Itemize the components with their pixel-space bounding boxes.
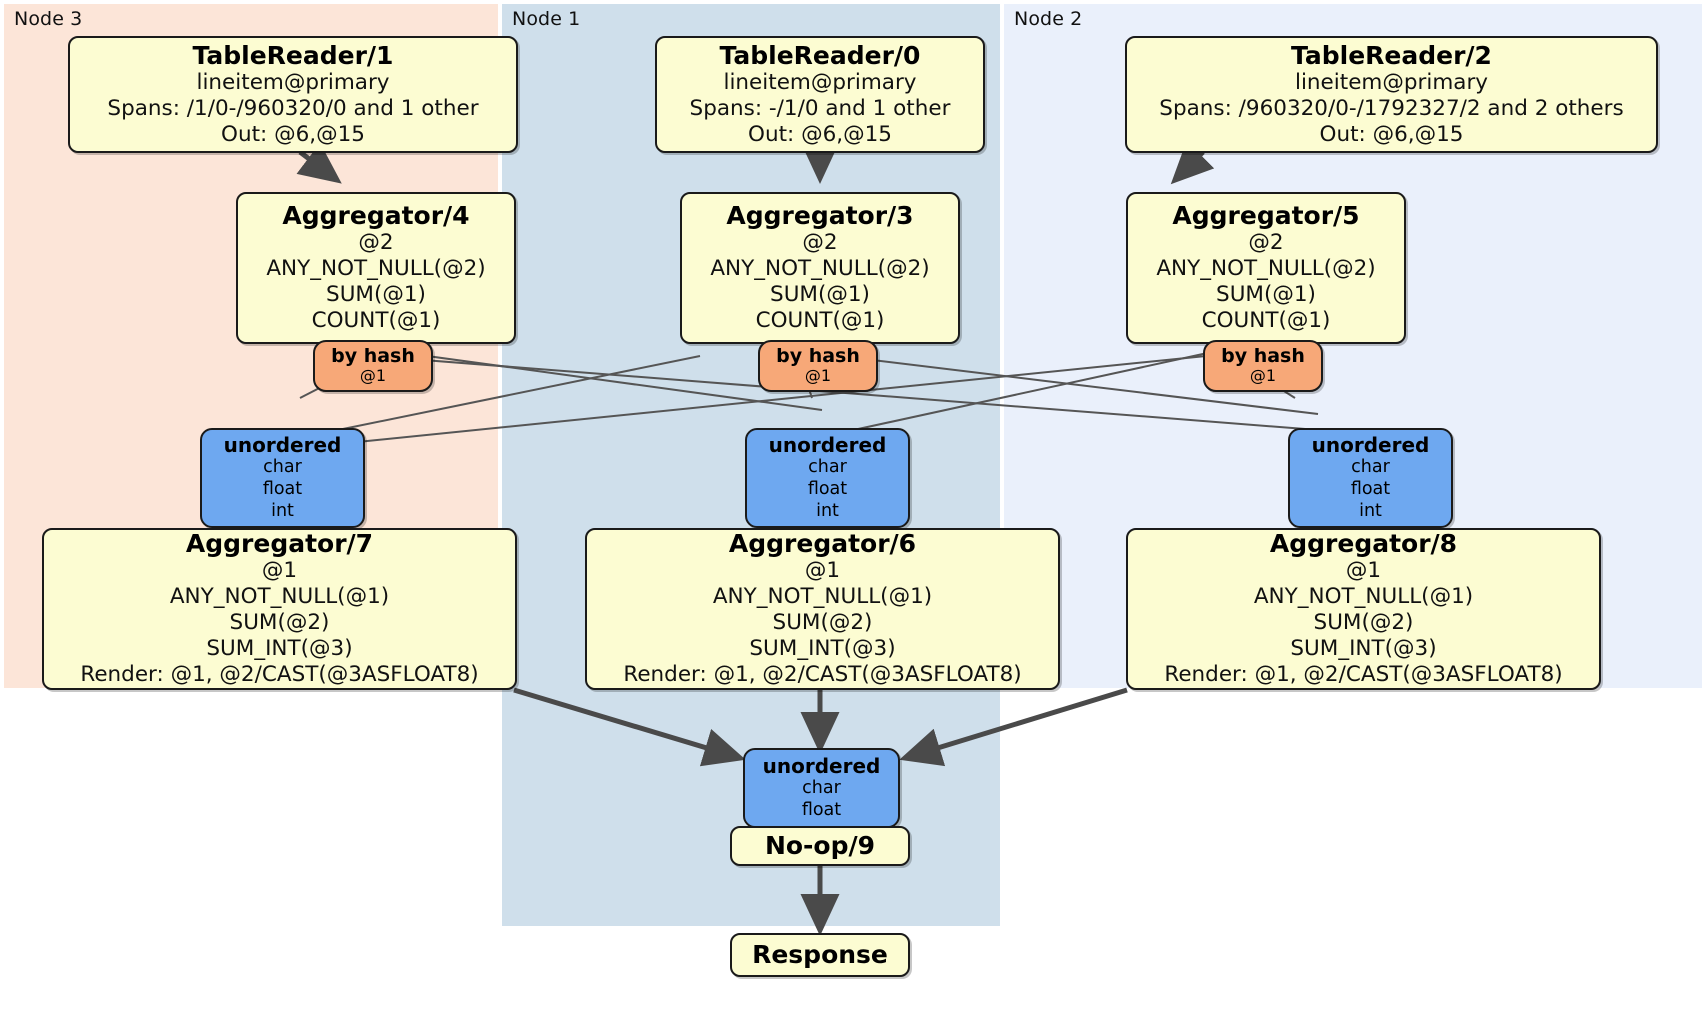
input-sync-unordered-left[interactable]: unordered char float int [200, 428, 365, 528]
processor-title: Response [752, 940, 888, 969]
router-title: unordered [1311, 432, 1430, 457]
processor-line: @2 [802, 230, 838, 255]
processor-line: Out: @6,@15 [1319, 121, 1464, 147]
processor-line: SUM_INT(@3) [1290, 636, 1437, 661]
processor-title: Aggregator/6 [728, 529, 917, 558]
processor-line: ANY_NOT_NULL(@2) [710, 256, 930, 281]
processor-title: TableReader/0 [719, 40, 921, 70]
router-line: @1 [1249, 366, 1277, 386]
processor-line: SUM(@2) [229, 610, 330, 635]
processor-line: SUM(@2) [772, 610, 873, 635]
processor-table-reader-0[interactable]: TableReader/0 lineitem@primary Spans: -/… [655, 36, 985, 153]
processor-line: @2 [1248, 230, 1284, 255]
processor-title: No-op/9 [764, 831, 876, 860]
processor-no-op-9[interactable]: No-op/9 [730, 826, 910, 866]
processor-line: COUNT(@1) [311, 308, 441, 333]
router-line: float [1350, 479, 1391, 500]
router-title: by hash [776, 345, 860, 368]
processor-line: Out: @6,@15 [748, 121, 892, 147]
processor-line: ANY_NOT_NULL(@2) [1156, 256, 1376, 281]
processor-line: @1 [1345, 558, 1382, 583]
input-sync-unordered-right[interactable]: unordered char float int [1288, 428, 1453, 528]
output-router-by-hash-left[interactable]: by hash @1 [313, 340, 433, 392]
panel-label-node-1: Node 1 [512, 8, 581, 30]
processor-title: Aggregator/5 [1172, 201, 1360, 230]
processor-line: Render: @1, @2/CAST(@3ASFLOAT8) [1164, 662, 1563, 687]
processor-aggregator-7[interactable]: Aggregator/7 @1 ANY_NOT_NULL(@1) SUM(@2)… [42, 528, 517, 690]
router-line: char [802, 778, 841, 799]
processor-line: SUM_INT(@3) [749, 636, 896, 661]
processor-aggregator-4[interactable]: Aggregator/4 @2 ANY_NOT_NULL(@2) SUM(@1)… [236, 192, 516, 344]
processor-table-reader-1[interactable]: TableReader/1 lineitem@primary Spans: /1… [68, 36, 518, 153]
processor-line: COUNT(@1) [755, 308, 885, 333]
processor-aggregator-6[interactable]: Aggregator/6 @1 ANY_NOT_NULL(@1) SUM(@2)… [585, 528, 1060, 690]
processor-line: COUNT(@1) [1201, 308, 1331, 333]
processor-line: Render: @1, @2/CAST(@3ASFLOAT8) [623, 662, 1022, 687]
processor-title: Aggregator/3 [726, 201, 914, 230]
processor-line: Spans: -/1/0 and 1 other [689, 95, 951, 121]
processor-line: Spans: /960320/0-/1792327/2 and 2 others [1159, 95, 1624, 121]
processor-aggregator-5[interactable]: Aggregator/5 @2 ANY_NOT_NULL(@2) SUM(@1)… [1126, 192, 1406, 344]
processor-aggregator-3[interactable]: Aggregator/3 @2 ANY_NOT_NULL(@2) SUM(@1)… [680, 192, 960, 344]
router-line: char [1351, 457, 1390, 478]
processor-line: @2 [358, 230, 394, 255]
processor-line: SUM(@1) [326, 282, 426, 307]
processor-line: Render: @1, @2/CAST(@3ASFLOAT8) [80, 662, 479, 687]
processor-line: lineitem@primary [196, 69, 390, 95]
processor-aggregator-8[interactable]: Aggregator/8 @1 ANY_NOT_NULL(@1) SUM(@2)… [1126, 528, 1601, 690]
router-line: char [808, 457, 847, 478]
processor-table-reader-2[interactable]: TableReader/2 lineitem@primary Spans: /9… [1125, 36, 1658, 153]
processor-line: SUM(@1) [770, 282, 870, 307]
processor-title: Aggregator/8 [1269, 529, 1458, 558]
router-title: by hash [1221, 345, 1305, 368]
processor-line: ANY_NOT_NULL(@2) [266, 256, 486, 281]
router-line: int [271, 501, 294, 522]
router-line: @1 [359, 366, 387, 386]
processor-line: Spans: /1/0-/960320/0 and 1 other [107, 95, 479, 121]
router-line: @1 [804, 366, 832, 386]
processor-line: ANY_NOT_NULL(@1) [169, 584, 390, 609]
panel-label-node-2: Node 2 [1014, 8, 1083, 30]
router-line: int [816, 501, 839, 522]
input-sync-unordered-center[interactable]: unordered char float int [745, 428, 910, 528]
router-line: int [1359, 501, 1382, 522]
router-title: unordered [768, 432, 887, 457]
processor-line: SUM(@1) [1216, 282, 1316, 307]
router-line: float [801, 800, 842, 821]
output-router-by-hash-center[interactable]: by hash @1 [758, 340, 878, 392]
processor-line: lineitem@primary [723, 69, 917, 95]
router-line: float [807, 479, 848, 500]
processor-title: TableReader/2 [1291, 40, 1492, 70]
processor-line: @1 [804, 558, 841, 583]
router-title: unordered [223, 432, 342, 457]
router-title: by hash [331, 345, 415, 368]
processor-line: ANY_NOT_NULL(@1) [1253, 584, 1474, 609]
input-sync-unordered-final[interactable]: unordered char float [743, 748, 900, 828]
processor-title: TableReader/1 [192, 40, 394, 70]
panel-label-node-3: Node 3 [14, 8, 83, 30]
processor-response[interactable]: Response [730, 933, 910, 977]
processor-line: @1 [261, 558, 298, 583]
processor-line: lineitem@primary [1294, 69, 1489, 95]
router-title: unordered [762, 753, 881, 778]
processor-title: Aggregator/7 [185, 529, 374, 558]
processor-line: SUM(@2) [1313, 610, 1414, 635]
router-line: char [263, 457, 302, 478]
processor-line: Out: @6,@15 [221, 121, 365, 147]
processor-line: SUM_INT(@3) [206, 636, 353, 661]
router-line: float [262, 479, 303, 500]
processor-line: ANY_NOT_NULL(@1) [712, 584, 933, 609]
output-router-by-hash-right[interactable]: by hash @1 [1203, 340, 1323, 392]
processor-title: Aggregator/4 [282, 201, 470, 230]
